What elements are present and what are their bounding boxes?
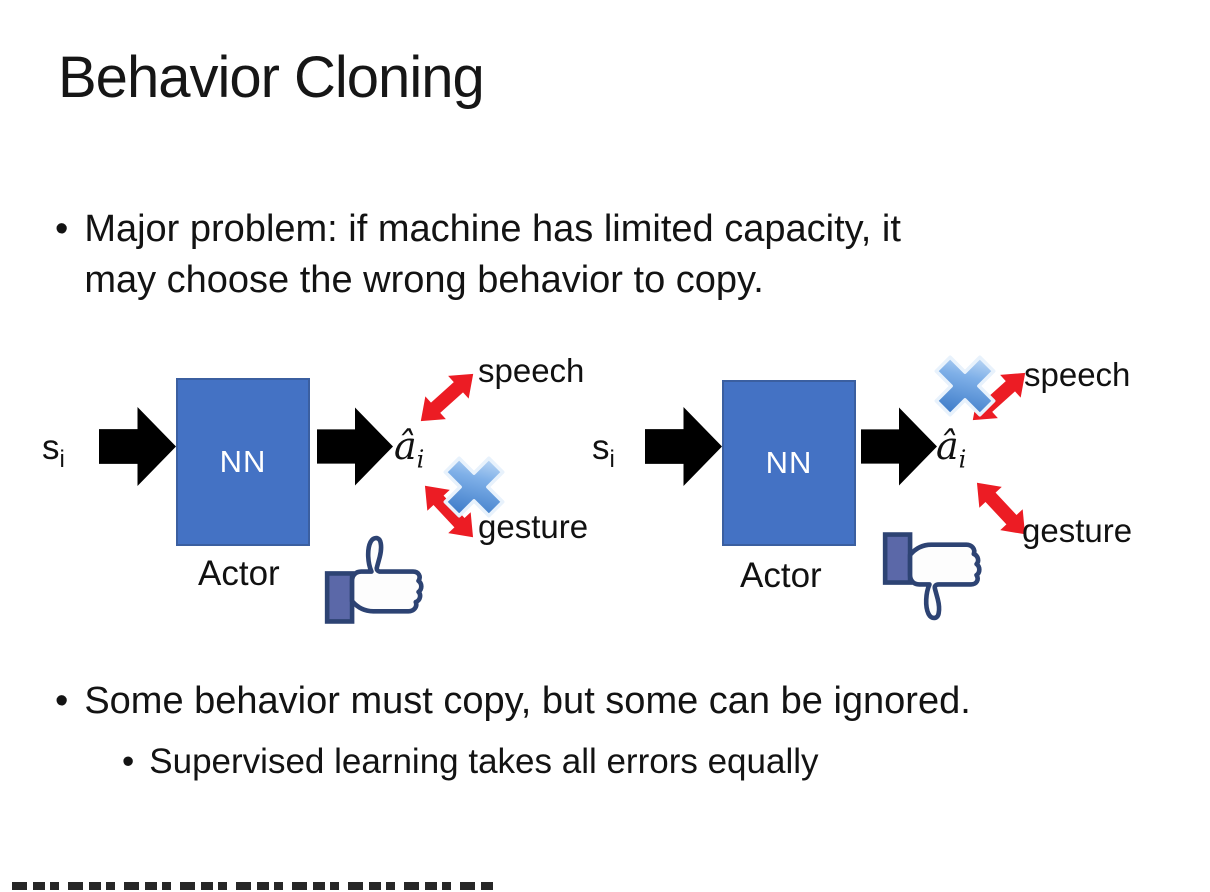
- bullet-some-behavior: • Some behavior must copy, but some can …: [55, 676, 1135, 727]
- speech-label: speech: [1024, 356, 1131, 393]
- bullet-line-2: may choose the wrong behavior to copy.: [84, 259, 764, 301]
- state-subscript: i: [609, 446, 615, 473]
- speech-double-arrow-icon: [420, 373, 474, 422]
- flow-arrow-icon: [317, 407, 393, 486]
- bullet-text: Supervised learning takes all errors equ…: [149, 742, 819, 781]
- state-subscript: i: [59, 446, 65, 473]
- nn-label: NN: [765, 445, 813, 480]
- action-output-label: âi: [936, 424, 966, 474]
- gesture-double-arrow-icon: [976, 482, 1026, 535]
- action-symbol: â: [936, 424, 959, 468]
- flow-arrow-icon: [861, 407, 937, 486]
- speech-label: speech: [478, 352, 585, 389]
- nn-box: NN: [722, 380, 856, 546]
- bullet-major-problem: • Major problem: if machine has limited …: [55, 204, 1075, 306]
- gesture-double-arrow-icon: [424, 485, 474, 538]
- action-subscript: i: [416, 445, 425, 474]
- state-input-label: si: [42, 428, 65, 474]
- bullet-text: Some behavior must copy, but some can be…: [84, 680, 971, 722]
- slide-title: Behavior Cloning: [58, 45, 485, 110]
- bullet-marker: •: [55, 680, 69, 722]
- actor-label: Actor: [740, 556, 822, 595]
- action-output-label: âi: [394, 424, 424, 474]
- nn-box: NN: [176, 378, 310, 546]
- nn-label: NN: [219, 444, 267, 479]
- thumbs-down-icon: [882, 532, 982, 621]
- action-symbol: â: [394, 424, 417, 468]
- bullet-marker: •: [55, 208, 69, 250]
- state-symbol: s: [592, 428, 610, 467]
- action-subscript: i: [958, 445, 967, 474]
- clipped-content-artifact: [12, 882, 496, 890]
- gesture-label: gesture: [1022, 512, 1133, 549]
- bullet-text: Major problem: if machine has limited ca…: [84, 204, 901, 306]
- state-symbol: s: [42, 428, 60, 467]
- flow-arrow-icon: [99, 407, 176, 486]
- gesture-label: gesture: [478, 508, 589, 545]
- bullet-marker: •: [122, 742, 135, 781]
- flow-arrow-icon: [645, 407, 722, 486]
- actor-label: Actor: [198, 554, 280, 593]
- bullet-line-1: Major problem: if machine has limited ca…: [84, 208, 901, 250]
- thumbs-up-icon: [324, 535, 424, 624]
- x-mark-icon: [934, 355, 996, 417]
- x-mark-icon: [443, 456, 505, 518]
- state-input-label: si: [592, 428, 615, 474]
- subbullet-supervised-learning: • Supervised learning takes all errors e…: [122, 739, 819, 785]
